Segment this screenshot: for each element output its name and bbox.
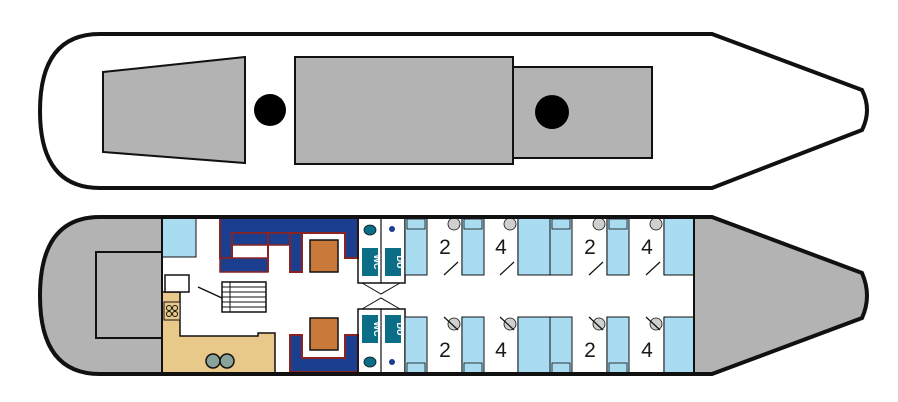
door bbox=[499, 316, 515, 331]
cabin: 4 bbox=[461, 216, 519, 276]
cabin: 4 bbox=[606, 216, 665, 276]
door bbox=[443, 316, 459, 331]
pillow bbox=[551, 362, 571, 374]
cabin: 4 bbox=[606, 316, 665, 376]
cabin: 2 bbox=[404, 316, 463, 376]
staircase bbox=[197, 281, 267, 313]
saloon-seating-top bbox=[219, 216, 359, 273]
pillow bbox=[463, 218, 483, 230]
berth-count: 4 bbox=[495, 339, 507, 362]
berth-count: 2 bbox=[584, 236, 596, 259]
washbasin-icon bbox=[649, 217, 663, 231]
washbasin-icon bbox=[592, 217, 606, 231]
pillow bbox=[406, 218, 426, 230]
lower-deck-view: WC DU WC DU 2 4 2 4 2 4 2 4 bbox=[37, 215, 869, 376]
wc-label: WC bbox=[372, 255, 382, 270]
shower-sign bbox=[385, 248, 401, 276]
cabin: 4 bbox=[461, 316, 519, 376]
pillow bbox=[608, 218, 628, 230]
washbasin-icon bbox=[503, 317, 517, 331]
wc-sign bbox=[362, 248, 378, 276]
washbasin-icon bbox=[592, 317, 606, 331]
bathroom-top bbox=[357, 217, 406, 295]
saloon-table-top bbox=[309, 239, 339, 273]
washbasin-icon bbox=[503, 217, 517, 231]
berth bbox=[517, 216, 551, 276]
berth-count: 4 bbox=[641, 236, 653, 259]
berth-count: 4 bbox=[641, 339, 653, 362]
cabin-row-top: 2 4 2 4 bbox=[404, 216, 665, 276]
door bbox=[645, 261, 661, 276]
berth-count: 2 bbox=[439, 236, 451, 259]
washbasin-icon bbox=[649, 317, 663, 331]
cabin-row-bottom: 2 4 2 4 bbox=[404, 316, 665, 376]
bow-berth-bottom bbox=[663, 316, 695, 375]
stern-berth bbox=[161, 216, 197, 258]
bow-berth-top bbox=[663, 216, 695, 276]
door bbox=[499, 261, 515, 276]
pillow bbox=[406, 362, 426, 374]
cabin: 2 bbox=[404, 216, 463, 276]
sink-icon bbox=[205, 353, 221, 369]
aft-mast-fitting bbox=[535, 95, 569, 129]
stern-compartment bbox=[95, 251, 163, 339]
middle-hatch-cover bbox=[294, 56, 514, 165]
sink-icon bbox=[219, 353, 235, 369]
stove-burner-icon bbox=[172, 305, 178, 311]
stove-burner-icon bbox=[166, 311, 172, 317]
shower-label: DU bbox=[395, 256, 405, 269]
berth bbox=[517, 316, 551, 376]
bow-area bbox=[694, 217, 867, 374]
pillow bbox=[608, 362, 628, 374]
door bbox=[588, 261, 604, 276]
cabin: 2 bbox=[549, 316, 608, 376]
washbasin-icon bbox=[447, 317, 461, 331]
washbasin-icon bbox=[447, 217, 461, 231]
stove-burner-icon bbox=[172, 311, 178, 317]
fridge bbox=[164, 274, 190, 293]
toilet-icon bbox=[363, 356, 377, 368]
pillow bbox=[463, 362, 483, 374]
door bbox=[443, 261, 459, 276]
shower-sign bbox=[385, 315, 401, 343]
berth-count: 2 bbox=[439, 339, 451, 362]
forward-hatch-cover bbox=[102, 55, 246, 165]
lower-hull-outline bbox=[37, 215, 869, 376]
berth-count: 4 bbox=[495, 236, 507, 259]
stove bbox=[163, 301, 181, 321]
wc-label: WC bbox=[372, 322, 382, 337]
stove-burner-icon bbox=[166, 305, 172, 311]
shower-label: DU bbox=[395, 323, 405, 336]
shower-drain-icon bbox=[389, 359, 395, 365]
wc-sign bbox=[362, 315, 378, 343]
aft-hatch-cover bbox=[512, 66, 653, 159]
upper-deck-view bbox=[37, 32, 869, 190]
cabin: 2 bbox=[549, 216, 608, 276]
door bbox=[588, 316, 604, 331]
saloon-table-bottom bbox=[309, 317, 339, 351]
pillow bbox=[551, 218, 571, 230]
door bbox=[645, 316, 661, 331]
shower-drain-icon bbox=[389, 226, 395, 232]
forward-mast-fitting bbox=[254, 94, 286, 126]
berth-count: 2 bbox=[584, 339, 596, 362]
toilet-icon bbox=[363, 224, 377, 236]
